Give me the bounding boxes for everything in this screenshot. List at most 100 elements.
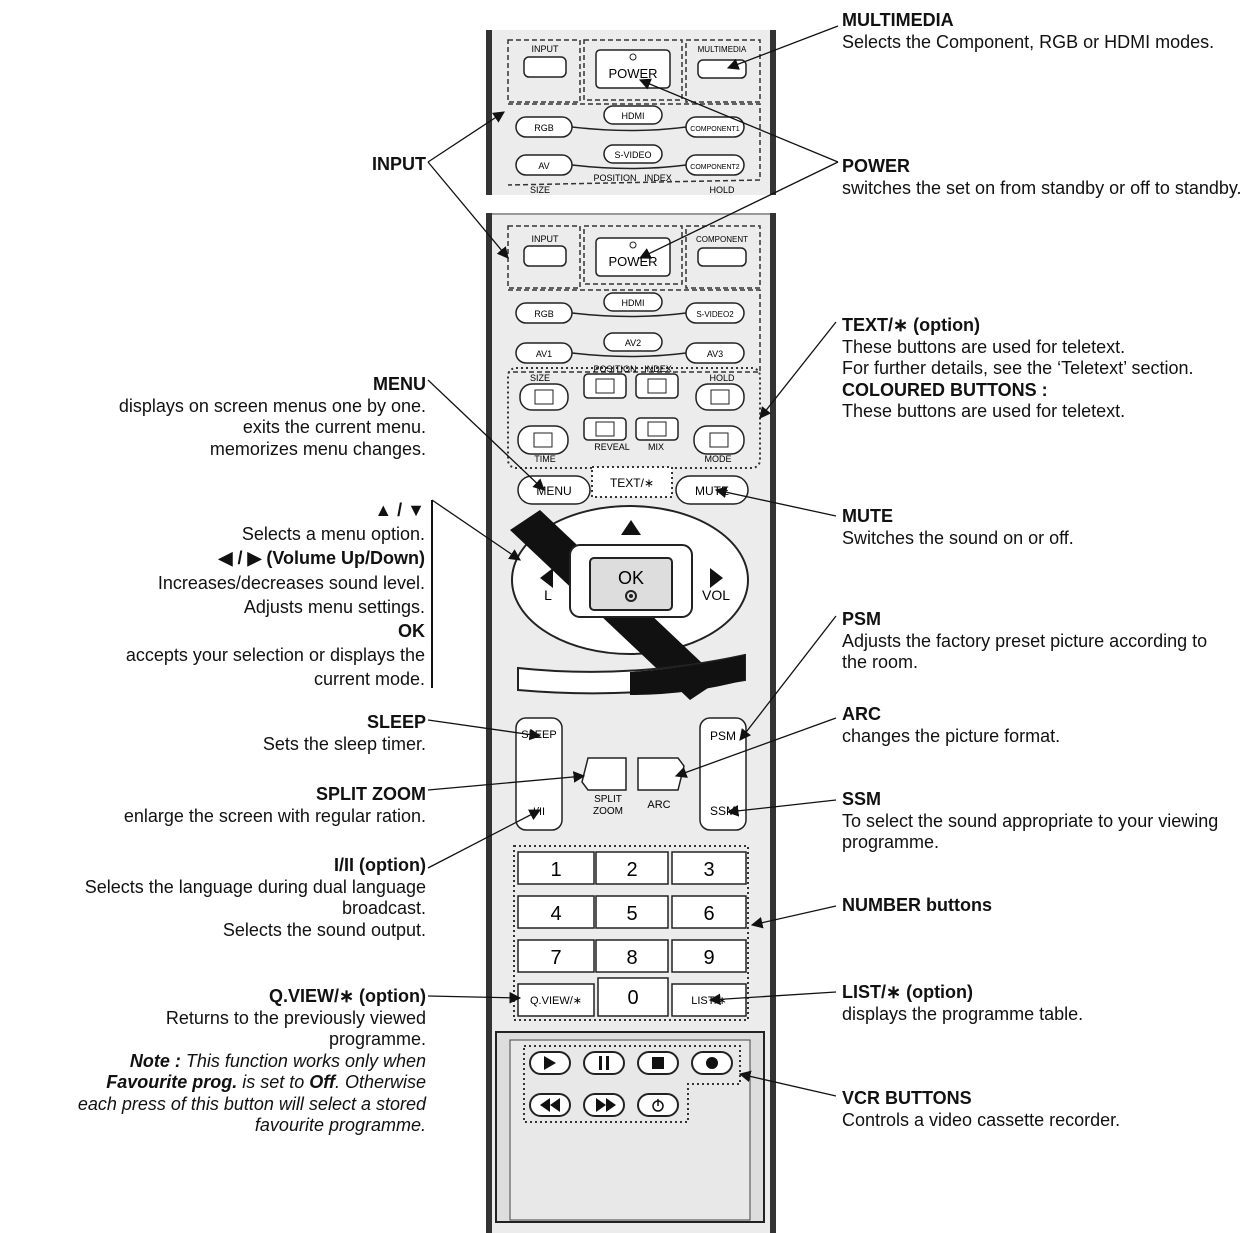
zero-button[interactable] [597,977,669,1017]
rewind-icon [540,1098,560,1112]
red-button[interactable] [517,425,569,455]
coloured-buttons-desc: These buttons are used for teletext. [842,401,1126,421]
text-title: TEXT/∗ (option) [842,315,981,335]
left-arrow-icon[interactable] [540,568,553,588]
text-desc2: For further details, see the ‘Teletext’ … [842,358,1194,378]
right-arrow-icon[interactable] [710,568,723,588]
number-label-4: 4 [550,903,561,925]
component-label: COMPONENT [696,235,748,244]
number-button-4[interactable] [517,895,595,929]
mix-label: MIX [648,442,664,452]
hdmi-button[interactable] [603,292,663,312]
power-button[interactable] [595,237,671,277]
psm-ssm-rocker[interactable] [699,717,747,831]
sleep-desc: Sets the sleep timer. [262,733,426,754]
split-zoom-button[interactable] [581,757,627,791]
teletext-index-button[interactable] [635,373,679,399]
down-arrow-icon[interactable] [621,628,641,643]
arc-callout: ARC changes the picture format. [842,704,1242,747]
blue-button[interactable] [693,425,745,455]
nav-volume-title: ◀ / ▶ (Volume Up/Down) [218,548,425,569]
list-desc: displays the programme table. [842,1003,1084,1024]
input-label: INPUT [532,234,560,244]
ok-button[interactable] [589,557,673,611]
yellow-button[interactable] [635,417,679,441]
psm-label: PSM [710,729,736,743]
sleep-title: SLEEP [366,712,426,732]
vcr-pause-button[interactable] [583,1051,625,1075]
number-button-7[interactable] [517,939,595,973]
number-button-8[interactable] [595,939,669,973]
nav-volume-desc-1: Increases/decreases sound level. [157,572,425,593]
vol-right-label: VOL [702,587,730,603]
menu-desc-3: memorizes menu changes. [209,438,426,459]
qview-button[interactable] [517,983,595,1017]
text-callout: TEXT/∗ (option) These buttons are used f… [842,315,1237,423]
psm-desc: Adjusts the factory preset picture accor… [842,630,1208,673]
navigation-callout: ▲ / ▼ Selects a menu option. ◀ / ▶ (Volu… [20,498,425,692]
sleep-callout: SLEEP Sets the sleep timer. [20,712,426,755]
arc-button[interactable] [637,757,685,791]
list-callout: LIST/∗ (option) displays the programme t… [842,982,1242,1025]
mute-button[interactable] [675,475,749,505]
nav-ok-title: OK [398,621,425,642]
top-hold-label: HOLD [709,185,735,195]
teletext-size-button[interactable] [519,383,569,411]
svideo2-label: S-VIDEO2 [696,310,734,319]
reveal-label: REVEAL [594,442,630,452]
teletext-hold-button[interactable] [695,383,745,411]
number-button-9[interactable] [671,939,747,973]
top-index-label: INDEX [644,173,672,183]
arc-label: ARC [647,799,670,811]
rgb-label: RGB [534,309,554,319]
top-input-label: INPUT [532,44,560,54]
top-hdmi-button[interactable] [603,105,663,125]
multimedia-desc: Selects the Component, RGB or HDMI modes… [842,31,1215,52]
up-arrow-icon[interactable] [621,520,641,535]
number-title: NUMBER buttons [842,895,992,915]
number-button-1[interactable] [517,851,595,885]
i-ii-desc-3: Selects the sound output. [222,919,426,940]
av3-label: AV3 [707,349,723,359]
number-label-5: 5 [626,903,637,925]
qview-note-line: Note : This function works only when [6,1051,426,1073]
hdmi-label: HDMI [622,298,645,308]
top-power-button[interactable] [595,49,671,89]
av2-button[interactable] [603,332,663,352]
mode-label: MODE [705,454,732,464]
nav-ok-desc-1: accepts your selection or displays the [125,645,425,666]
sleep-label: SLEEP [521,729,556,741]
fast-forward-icon [596,1098,616,1112]
position-label: POSITION [593,364,636,374]
number-button-3[interactable] [671,851,747,885]
input-button[interactable] [523,245,567,267]
top-position-label: POSITION [593,173,636,183]
top-av-label: AV [538,161,549,171]
split-zoom-callout: SPLIT ZOOM enlarge the screen with regul… [20,784,426,827]
top-multimedia-button[interactable] [697,59,747,79]
qview-note-label: Note : [129,1050,181,1071]
top-svideo-button[interactable] [603,144,663,164]
teletext-position-button[interactable] [583,373,627,399]
split-label: SPLIT [594,794,622,805]
input-callout: INPUT [300,154,426,176]
number-button-2[interactable] [595,851,669,885]
power-callout: POWER switches the set on from standby o… [842,156,1242,199]
text-desc1: These buttons are used for teletext. [842,336,1126,357]
component-button[interactable] [697,247,747,267]
number-button-5[interactable] [595,895,669,929]
green-button[interactable] [583,417,627,441]
number-button-6[interactable] [671,895,747,929]
coloured-buttons-title: COLOURED BUTTONS : [842,379,1048,400]
psm-callout: PSM Adjusts the factory preset picture a… [842,609,1237,674]
leader-lines [427,25,839,1097]
vcr-title: VCR BUTTONS [842,1088,972,1108]
text-button[interactable] [591,466,673,498]
qview-label: Q.VIEW/∗ [530,995,582,1007]
list-title: LIST/∗ (option) [842,982,974,1002]
top-input-button[interactable] [523,56,567,78]
power-title: POWER [842,156,911,176]
sleep-i-ii-rocker[interactable] [515,717,563,831]
text-label: TEXT/∗ [610,476,654,490]
